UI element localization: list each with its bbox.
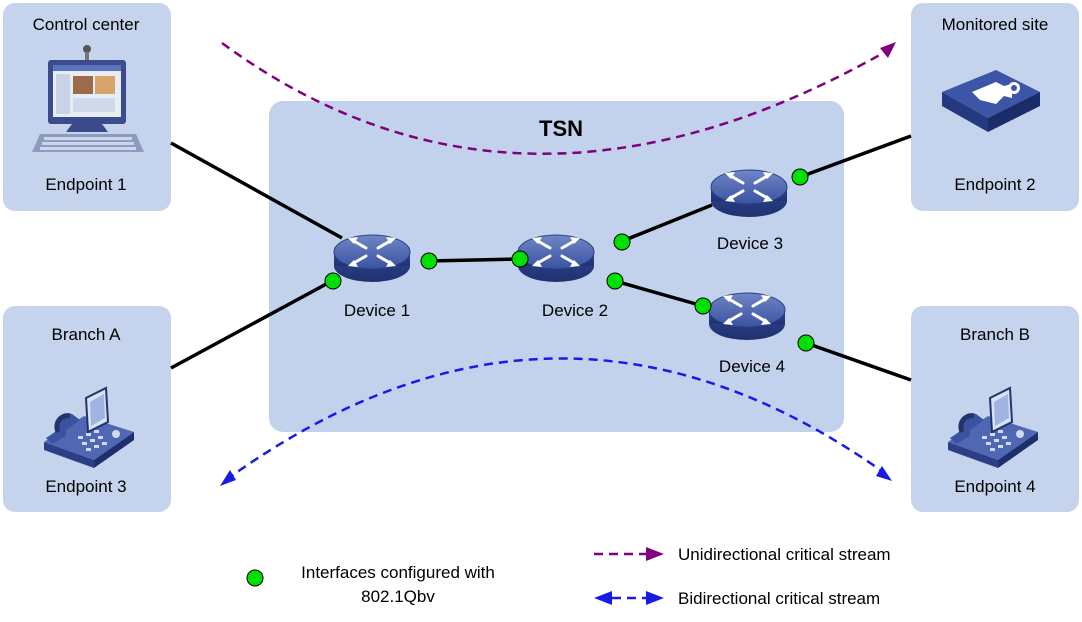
link-device1-device2 [427,257,521,263]
video-terminal-pc-icon [32,45,144,152]
legend-bidirectional-arrow-left [594,591,612,605]
qbv-interfaces [324,168,815,352]
device-2-label: Device 2 [542,301,608,320]
interface-dot [420,252,438,270]
endpoint-2-label: Endpoint 2 [954,175,1035,194]
tsn-label: TSN [539,116,583,141]
legend: Interfaces configured with 802.1Qbv Unid… [246,545,891,608]
interface-dot [511,250,529,268]
device-1-label: Device 1 [344,301,410,320]
legend-interfaces-line1: Interfaces configured with [301,563,495,582]
switch-icon [709,168,789,219]
site-title-branch-b: Branch B [960,325,1030,344]
switch-icon [707,291,787,342]
legend-interface-dot [246,569,264,587]
ip-camera-icon [942,70,1040,132]
interface-dot [324,272,342,290]
interface-dot [613,233,631,251]
bidirectional-stream-path [225,357,887,482]
device-4-label: Device 4 [719,357,785,376]
legend-interfaces-line2: 802.1Qbv [361,587,435,606]
bidirectional-arrowhead-left [220,470,236,486]
interface-dot [694,297,712,315]
link-device2-device3 [619,203,713,244]
interface-dot [797,334,815,352]
legend-bidirectional-arrow-right [646,591,664,605]
link-device3-endpoint2 [799,134,912,179]
unidirectional-arrowhead [880,42,896,58]
switch-icon [516,233,596,284]
link-device4-endpoint4 [805,341,912,382]
link-endpoint1-device1 [170,141,343,240]
legend-bidirectional-label: Bidirectional critical stream [678,589,880,608]
legend-unidirectional-arrow [646,547,664,561]
interface-dot [606,272,624,290]
endpoint-3-label: Endpoint 3 [45,477,126,496]
bidirectional-arrowhead-right [876,466,892,481]
device-3-label: Device 3 [717,234,783,253]
legend-unidirectional-label: Unidirectional critical stream [678,545,891,564]
network-links [170,134,912,382]
switch-icon [332,233,412,284]
site-title-branch-a: Branch A [52,325,122,344]
site-title-monitored: Monitored site [942,15,1049,34]
link-endpoint3-device1 [170,280,331,370]
interface-dot [791,168,809,186]
site-title-control-center: Control center [33,15,140,34]
endpoint-1-label: Endpoint 1 [45,175,126,194]
endpoint-4-label: Endpoint 4 [954,477,1035,496]
link-device2-device4 [614,279,704,308]
